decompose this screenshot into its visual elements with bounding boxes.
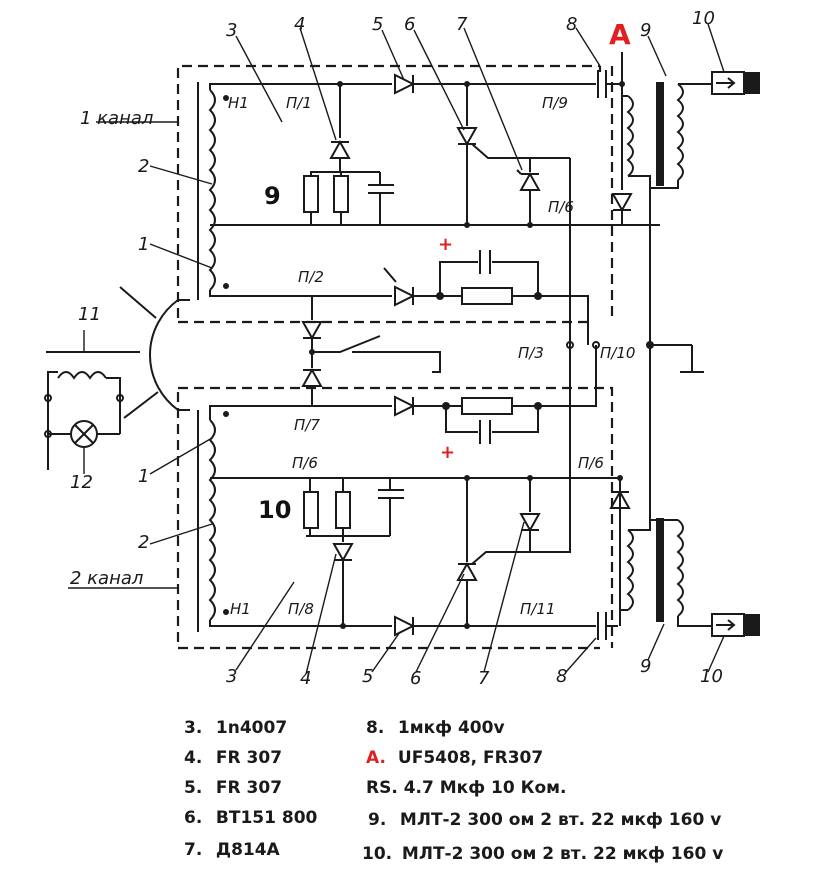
pin-p3: П/3 [518,344,544,362]
pin-p6-top: П/6 [548,198,574,216]
pin-p8: П/8 [288,600,314,618]
legend-item: 5. FR 307 [184,778,282,798]
callout-11: 11 [78,304,101,325]
callout-3-bottom: 3 [226,666,237,687]
marker-a: A [609,18,631,51]
callout-1-top: 1 [138,234,149,255]
label-10: 10 [258,496,291,524]
ground-connection [566,341,704,373]
legend-text: FR 307 [215,748,283,768]
channel-1-transformer [612,52,712,470]
callout-8-bottom: 8 [556,666,567,687]
callout-5-bottom: 5 [362,666,373,687]
legend-num: 9. [368,810,387,830]
pin-p6-right: П/6 [578,454,604,472]
callout-10-bottom: 10 [700,666,723,687]
label-9: 9 [264,182,281,210]
pin-p10: П/10 [600,344,635,362]
channel-2-module-outline [176,386,614,650]
indicator-lamp-circuit [44,351,140,470]
pin-p7: П/7 [294,416,320,434]
legend-item: 8. 1мкф 400v [366,718,505,738]
channel-1-output-line [330,70,625,98]
legend-num: 4. [184,748,203,768]
callout-6-top: 6 [404,14,415,35]
legend-text: UF5408, FR307 [397,748,544,768]
plus-top: + [438,234,453,255]
callout-1-bottom: 1 [138,466,149,487]
pin-p2: П/2 [298,268,324,286]
pin-p1: П/1 [286,94,312,112]
legend-item: 10. МЛТ-2 300 ом 2 вт. 22 мкф 160 v [362,844,723,864]
legend-text: FR 307 [215,778,283,798]
legend-text: 1n4007 [215,718,288,738]
callout-4-top: 4 [294,14,305,35]
pin-p9: П/9 [542,94,568,112]
callout-2-bottom: 2 [138,532,149,553]
callout-leaders [68,23,725,675]
channel-2-output-line [330,612,618,640]
legend-item: 4. FR 307 [184,748,282,768]
legend-num: A. [366,748,386,768]
pin-p11: П/11 [520,600,555,618]
callout-2-top: 2 [138,156,149,177]
callout-7-top: 7 [456,14,468,35]
legend-num: RS. [366,778,398,798]
channel-2-rc-branch [303,478,404,629]
legend-text: МЛТ-2 300 ом 2 вт. 22 мкф 160 v [401,844,724,864]
callout-9-bottom: 9 [640,656,651,677]
ignition-switch [302,296,441,406]
callout-7-bottom: 7 [478,668,490,689]
legend-item: 6. BT151 800 [184,808,317,828]
legend-text: 1мкф 400v [397,718,505,738]
legend-item: 3. 1n4007 [184,718,287,738]
legend-item: A. UF5408, FR307 [366,748,543,768]
channel-2-label: 2 канал [70,568,143,589]
callout-12: 12 [70,472,93,493]
legend-item: RS. 4.7 Мкф 10 Ком. [366,778,567,798]
legend-num: 3. [184,718,203,738]
spark-plug-bottom [711,613,760,637]
legend-num: 5. [184,778,203,798]
legend-text: BT151 800 [215,808,318,828]
legend-text: МЛТ-2 300 ом 2 вт. 22 мкф 160 v [399,810,722,830]
legend-num: 8. [366,718,385,738]
pin-p6-mid: П/6 [292,454,318,472]
plus-bottom: + [440,442,455,463]
callout-8-top: 8 [566,14,577,35]
spark-plug-top [711,71,760,95]
pin-n1-top: Н1 [228,94,249,112]
callout-9-top: 9 [640,20,651,41]
legend-text: 4.7 Мкф 10 Ком. [403,778,567,798]
channel-1-charge-branch [226,250,589,345]
legend-text: Д814А [215,840,280,860]
legend-num: 10. [362,844,393,864]
legend-item: 7. Д814А [184,840,280,860]
callout-4-bottom: 4 [300,668,311,689]
channel-2-thyristor [457,345,571,629]
callout-10-top: 10 [692,8,715,29]
channel-1-thyristor [457,84,571,345]
channel-1-label: 1 канал [80,108,153,129]
channel-2-transformer [610,470,712,627]
legend-num: 7. [184,840,203,860]
pin-n1-bottom: Н1 [230,600,251,618]
magneto-rotor [119,286,190,419]
legend-num: 6. [184,808,203,828]
channel-1-rc-branch [303,84,394,225]
callout-3-top: 3 [226,20,237,41]
callout-5-top: 5 [372,14,383,35]
callout-6-bottom: 6 [410,668,421,689]
legend-item: 9. МЛТ-2 300 ом 2 вт. 22 мкф 160 v [368,810,721,830]
channel-2-charge-branch [226,345,597,444]
